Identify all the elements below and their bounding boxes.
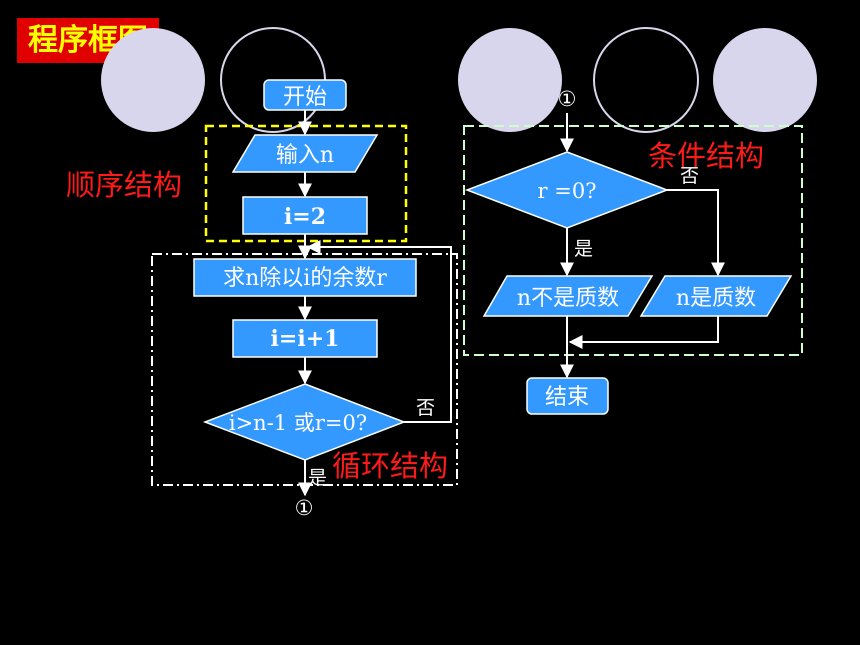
- init-label: i=2: [284, 204, 326, 230]
- loop-yes-label: 是: [308, 467, 327, 489]
- condition-structure-label: 条件结构: [648, 139, 764, 173]
- increment-label: i=i+1: [271, 326, 340, 352]
- end-label: 结束: [545, 385, 589, 410]
- loop-no-label: 否: [416, 397, 435, 419]
- bottom-connector-label: ①: [295, 496, 314, 520]
- not-prime-node: n不是质数: [482, 275, 654, 317]
- not-prime-label: n不是质数: [517, 286, 619, 311]
- sequence-structure-label: 顺序结构: [66, 168, 182, 202]
- increment-node: i=i+1: [232, 319, 378, 358]
- left-chart-arrows: [298, 110, 452, 497]
- decor-circle-filled-2: [458, 28, 562, 132]
- right-chart-arrows: [560, 113, 725, 379]
- start-label: 开始: [283, 85, 327, 110]
- remainder-node: 求n除以i的余数r: [193, 258, 417, 297]
- loop-decision-node: i>n-1 或r=0?: [202, 383, 407, 461]
- input-label: 输入n: [276, 143, 334, 168]
- condition-yes-label: 是: [574, 238, 593, 260]
- decor-circle-outline-2: [593, 27, 699, 133]
- decor-circle-filled-1: [101, 28, 205, 132]
- condition-decision-node: r =0?: [464, 151, 670, 229]
- start-node: 开始: [263, 79, 347, 111]
- input-node: 输入n: [231, 134, 379, 173]
- condition-structure-border: [463, 125, 803, 356]
- top-connector-label: ①: [558, 87, 577, 111]
- init-node: i=2: [242, 196, 368, 235]
- condition-no-label: 否: [680, 165, 699, 187]
- remainder-label: 求n除以i的余数r: [223, 266, 387, 291]
- loop-decision-label: i>n-1 或r=0?: [229, 411, 367, 435]
- prime-label: n是质数: [676, 286, 756, 311]
- decorative-circles: [101, 27, 817, 133]
- sequence-structure-border: [204, 124, 408, 243]
- end-node: 结束: [526, 377, 609, 415]
- condition-decision-label: r =0?: [538, 179, 597, 203]
- decor-circle-filled-3: [713, 28, 817, 132]
- prime-node: n是质数: [639, 275, 793, 317]
- loop-structure-label: 循环结构: [332, 449, 448, 483]
